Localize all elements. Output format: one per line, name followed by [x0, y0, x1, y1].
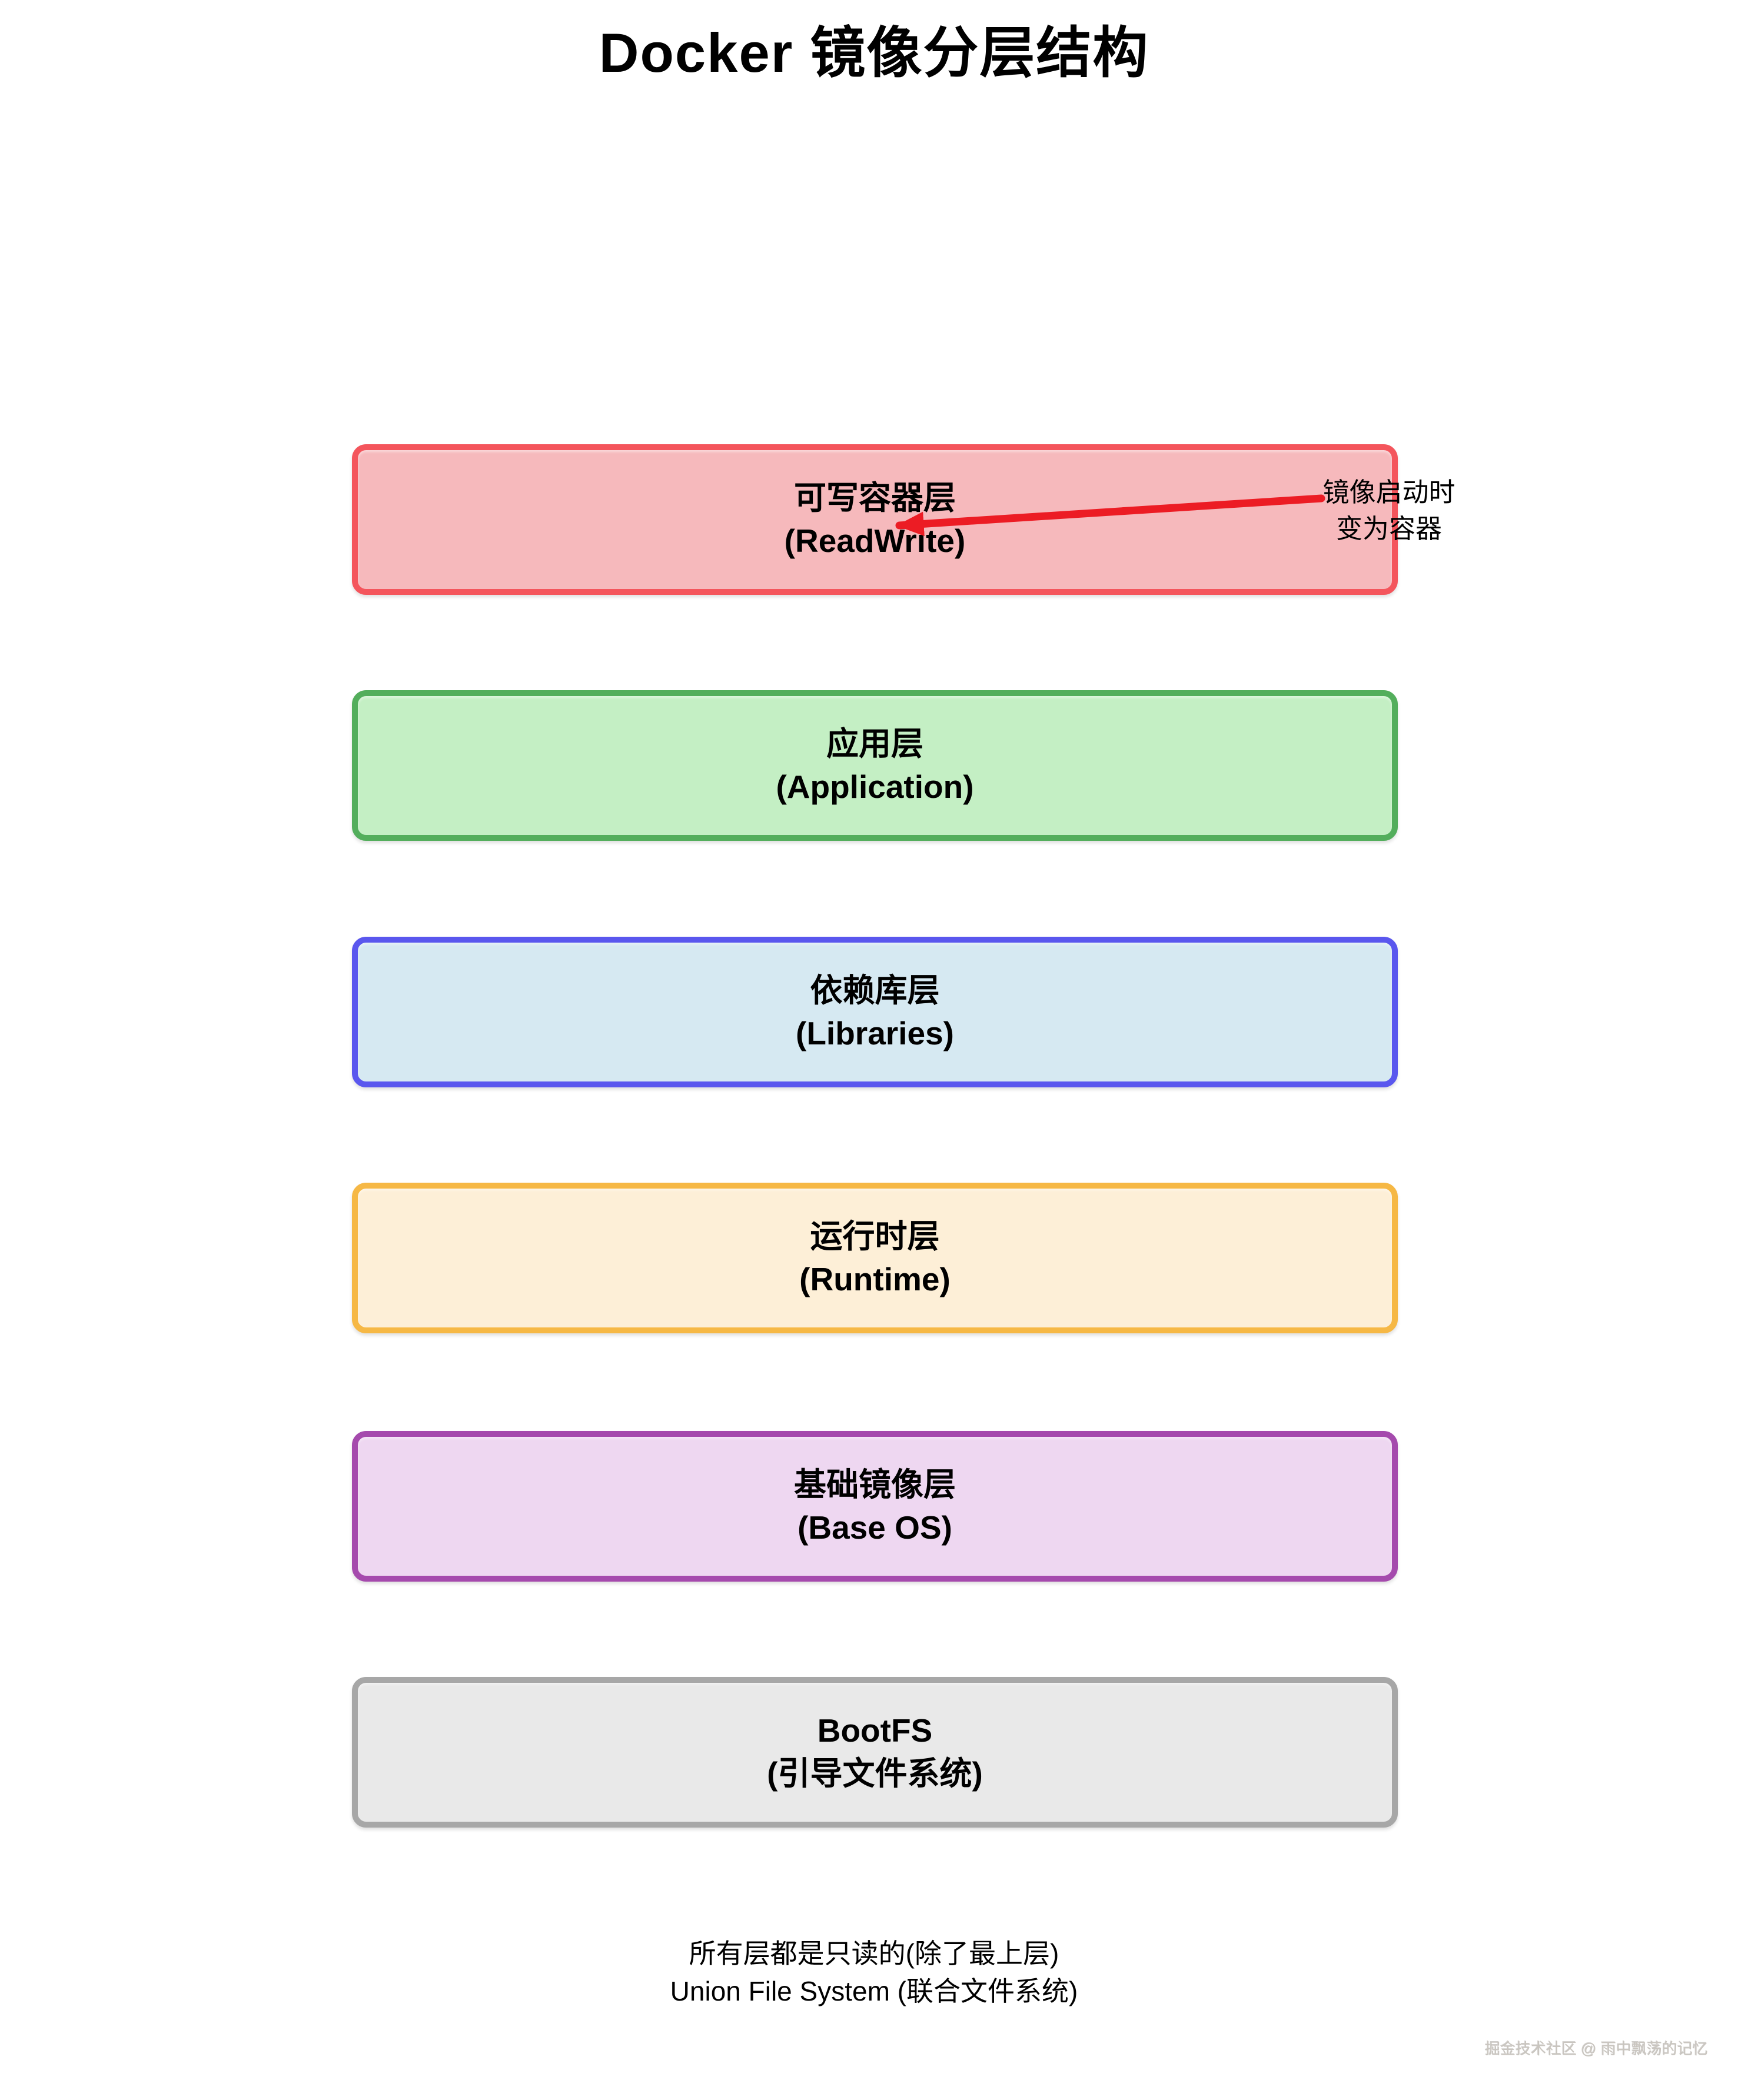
layer-box-readwrite: 可写容器层 (ReadWrite): [352, 444, 1398, 595]
layer-label-cn: 可写容器层: [793, 480, 956, 516]
annotation-line2: 变为容器: [1335, 514, 1442, 544]
layer-label-en: (Base OS): [797, 1509, 952, 1546]
watermark: 掘金技术社区 @ 雨中飘荡的记忆: [1485, 2040, 1708, 2058]
layer-label-cn: 依赖库层: [810, 972, 940, 1009]
footer-line1: 所有层都是只读的(除了最上层): [689, 1938, 1059, 1969]
layer-label-cn: BootFS: [817, 1712, 933, 1749]
layer-label-cn: 运行时层: [810, 1218, 940, 1254]
startup-annotation: 镜像启动时 变为容器: [1289, 474, 1489, 547]
layer-box-bootfs: BootFS (引导文件系统): [352, 1677, 1398, 1828]
layer-label-en: (引导文件系统): [767, 1755, 983, 1792]
diagram-title: Docker 镜像分层结构: [599, 22, 1149, 84]
layer-label-en: (ReadWrite): [784, 522, 966, 559]
layer-box-application: 应用层 (Application): [352, 690, 1398, 841]
layer-label-cn: 应用层: [826, 725, 923, 762]
layer-label-en: (Libraries): [796, 1015, 954, 1051]
layer-box-runtime: 运行时层 (Runtime): [352, 1183, 1398, 1333]
footer-line2: Union File System (联合文件系统): [670, 1976, 1078, 2006]
annotation-line1: 镜像启动时: [1322, 477, 1455, 507]
layer-label-en: (Runtime): [799, 1261, 951, 1297]
layer-label-cn: 基础镜像层: [793, 1466, 956, 1503]
layer-box-libraries: 依赖库层 (Libraries): [352, 937, 1398, 1087]
layer-box-baseos: 基础镜像层 (Base OS): [352, 1431, 1398, 1582]
footer-note: 所有层都是只读的(除了最上层) Union File System (联合文件系…: [0, 1935, 1748, 2010]
layer-label-en: (Application): [776, 768, 974, 805]
